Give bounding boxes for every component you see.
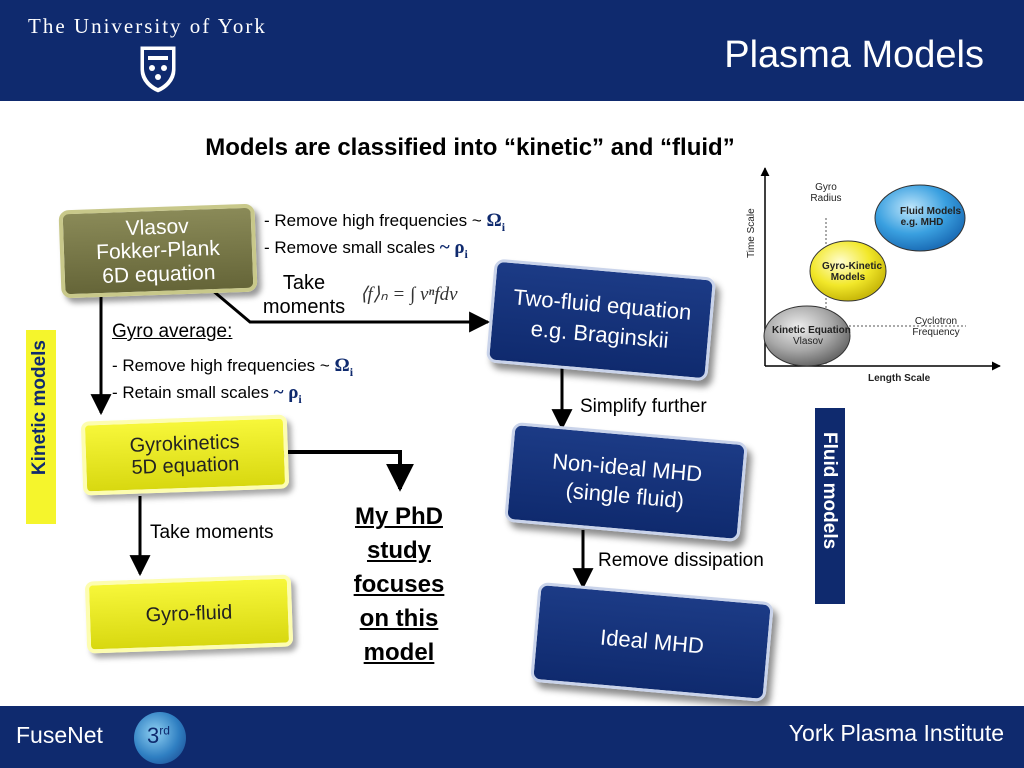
phd-note-line-4: on this <box>359 605 439 632</box>
fusenet-badge-text: 3rd <box>147 723 170 749</box>
scale-diagram <box>760 167 1001 371</box>
remove-high-freq-1-text: - Remove high frequencies ~ <box>264 211 482 230</box>
gyrokinetic-ellipse <box>809 240 887 302</box>
arrow-gyrokinetics-to-phd <box>288 450 414 492</box>
fluid-models-graph-line-1: Fluid Models <box>900 206 962 217</box>
vlasov-line-3: 6D equation <box>101 260 216 288</box>
slide-title: Plasma Models <box>724 34 984 76</box>
rho-1: ~ ρ <box>439 237 465 258</box>
annotation-remove-small-scales: - Remove small scales ~ ρi <box>264 237 468 262</box>
phd-note-line-2: study <box>366 537 431 564</box>
badge-number: 3 <box>147 723 160 748</box>
gyrofluid-label: Gyro-fluid <box>145 601 233 627</box>
vlasov-box: Vlasov Fokker-Plank 6D equation <box>58 203 258 299</box>
omega-symbol-2: Ωi <box>334 355 354 379</box>
arrow-vlasov-to-twofluid <box>211 288 491 333</box>
take-moments-1-line-2: moments <box>262 296 346 318</box>
cyclotron-frequency-label: Cyclotron Frequency <box>906 316 966 338</box>
fluid-models-graph-label: Fluid Models e.g. MHD <box>900 206 962 228</box>
gyrokinetic-graph-line-2: Models <box>830 272 866 283</box>
gyrokinetic-graph-label: Gyro-Kinetic Models <box>822 261 883 283</box>
remove-high-freq-2-text: - Remove high frequencies ~ <box>112 356 330 375</box>
annotation-remove-high-freq-2: - Remove high frequencies ~ Ωi <box>112 355 353 380</box>
rho-symbol-1: ~ ρi <box>439 237 468 261</box>
graph-x-axis-label: Length Scale <box>868 373 931 384</box>
fluid-models-label: Fluid models <box>819 432 840 550</box>
kinetic-models-label: Kinetic models <box>29 340 50 476</box>
phd-note-line-3: focuses <box>353 571 445 598</box>
fusenet-label: FuseNet <box>16 722 103 748</box>
gyro-radius-line-2: Radius <box>810 193 842 204</box>
kinetic-equation-graph-line-1: Kinetic Equation <box>772 325 851 336</box>
kinetic-equation-graph-line-2: Vlasov <box>792 336 823 347</box>
omega-sub-2: i <box>349 364 354 379</box>
slide-subtitle: Models are classified into “kinetic” and… <box>205 134 735 161</box>
take-moments-1-line-1: Take <box>282 272 326 294</box>
gyrokinetics-line-2: 5D equation <box>131 453 240 479</box>
ideal-mhd-label: Ideal MHD <box>599 624 705 659</box>
fluid-models-ellipse <box>874 184 966 252</box>
rho-2: ~ ρ <box>273 382 299 403</box>
omega-symbol-1: Ωi <box>486 210 506 234</box>
two-fluid-box: Two-fluid equation e.g. Braginskii <box>485 258 717 382</box>
annotation-take-moments-1: Take moments <box>258 271 350 319</box>
rho-sub-2: i <box>298 391 302 406</box>
gyro-average-label: Gyro average: <box>112 321 233 342</box>
omega-1: Ω <box>486 210 502 231</box>
annotation-remove-high-freq-1: - Remove high frequencies ~ Ωi <box>264 210 505 235</box>
omega-sub-1: i <box>501 219 506 234</box>
gyro-radius-label: Gyro Radius <box>806 182 846 204</box>
remove-dissipation-label: Remove dissipation <box>598 550 764 571</box>
cyclotron-line-2: Frequency <box>912 327 960 338</box>
cyclotron-line-1: Cyclotron <box>914 316 958 327</box>
rho-symbol-2: ~ ρi <box>273 382 302 406</box>
moment-formula: ⟨f⟩ₙ = ∫ vⁿfdv <box>360 284 458 305</box>
university-crest-icon <box>139 45 177 94</box>
remove-small-scales-text: - Remove small scales <box>264 238 435 257</box>
phd-note-line-1: My PhD <box>354 503 443 530</box>
phd-note-line-5: model <box>363 639 435 666</box>
institute-label: York Plasma Institute <box>788 720 1004 746</box>
phd-focus-note: My PhD study focuses on this model <box>340 500 458 670</box>
kinetic-equation-ellipse <box>763 305 851 367</box>
nonideal-mhd-box: Non-ideal MHD (single fluid) <box>504 421 748 543</box>
simplify-further-label: Simplify further <box>580 396 707 417</box>
annotation-retain-small-scales: - Retain small scales ~ ρi <box>112 382 302 407</box>
badge-suffix: rd <box>159 723 170 738</box>
ideal-mhd-box: Ideal MHD <box>530 581 774 703</box>
kinetic-models-sidebar <box>26 330 56 524</box>
fluid-models-graph-line-2: e.g. MHD <box>900 217 944 228</box>
gyrofluid-box: Gyro-fluid <box>84 574 294 654</box>
fluid-models-sidebar <box>815 408 845 604</box>
take-moments-2-label: Take moments <box>150 522 274 543</box>
university-logo-text: The University of York <box>28 14 267 38</box>
gyrokinetics-box: Gyrokinetics 5D equation <box>80 414 290 496</box>
graph-y-axis-label: Time Scale <box>746 208 757 258</box>
fusenet-badge-icon <box>134 712 186 764</box>
gyrokinetic-graph-line-1: Gyro-Kinetic <box>822 261 883 272</box>
omega-2: Ω <box>334 355 350 376</box>
gyro-radius-line-1: Gyro <box>815 182 837 193</box>
kinetic-equation-graph-label: Kinetic Equation Vlasov <box>772 325 851 347</box>
retain-small-scales-text: - Retain small scales <box>112 383 269 402</box>
rho-sub-1: i <box>464 246 468 261</box>
